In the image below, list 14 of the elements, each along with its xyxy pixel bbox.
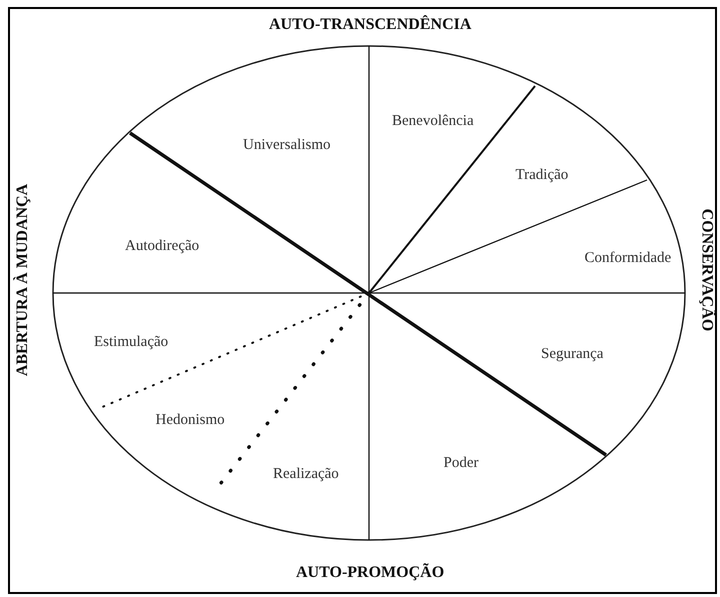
axis-label: ABERTURA À MUDANÇA <box>15 184 32 376</box>
value-label: Estimulação <box>94 334 168 350</box>
axis-label: AUTO-TRANSCENDÊNCIA <box>269 17 472 33</box>
axis-label: AUTO-PROMOÇÃO <box>296 565 444 581</box>
value-label: Universalismo <box>243 138 330 152</box>
value-label: Conformidade <box>584 250 672 266</box>
value-label: Autodireção <box>125 238 200 254</box>
value-label: Segurança <box>541 346 604 362</box>
value-label: Realização <box>273 466 339 482</box>
value-label: Poder <box>444 456 478 470</box>
value-label: Tradição <box>516 168 568 182</box>
value-label: Hedonismo <box>156 412 225 428</box>
axis-label: CONSERVAÇÃO <box>698 208 714 332</box>
value-label: Benevolência <box>392 114 474 128</box>
